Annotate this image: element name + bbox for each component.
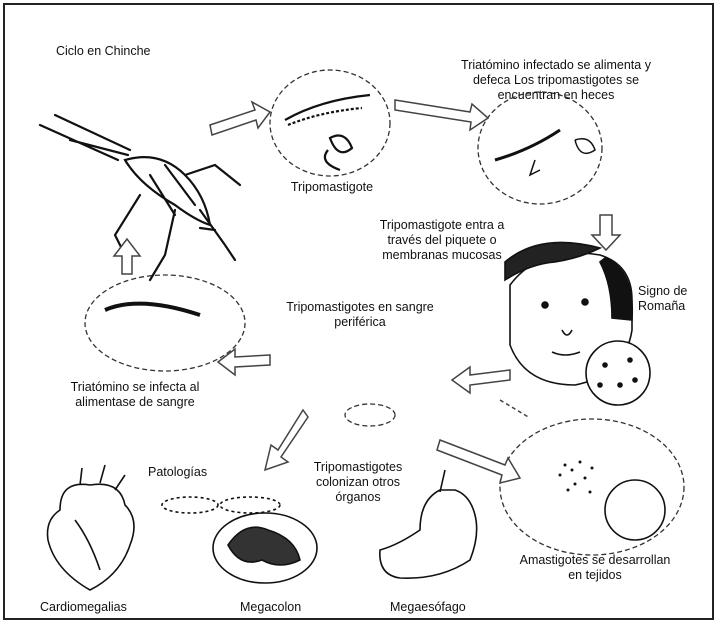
label-tripomastigote: Tripomastigote <box>282 180 382 195</box>
label-pathologies: Patologías <box>148 465 207 480</box>
magnified-cells-circle <box>586 341 650 405</box>
label-colonize-organs: Tripomastigotes colonizan otros órganos <box>298 460 418 505</box>
amastigote-cluster <box>559 461 594 494</box>
label-entry-route: Tripomastigote entra a través del piquet… <box>372 218 512 263</box>
feeding-bug-sketch <box>285 95 370 170</box>
label-bug-infects: Triatómino se infecta al alimentase de s… <box>55 380 215 410</box>
tissue-circle <box>500 419 684 555</box>
label-romana-sign: Signo de Romaña <box>638 284 687 314</box>
blood-feeding-ellipse <box>85 275 245 371</box>
label-amastigotes: Amastigotes se desarrollan en tejidos <box>504 553 686 583</box>
label-triatomine-feeds: Triatómino infectado se alimenta y defec… <box>437 58 675 103</box>
megacolon-drawing <box>162 497 317 583</box>
blood-sample-spot <box>345 404 395 426</box>
blood-bug-sketch <box>105 304 200 315</box>
label-blood-tripomastigotes: Tripomastigotes en sangre periférica <box>275 300 445 330</box>
bug-feeding-circle <box>270 70 390 176</box>
diagram-title: Ciclo en Chinche <box>56 44 151 59</box>
label-megaesophagus: Megaesófago <box>390 600 466 615</box>
heart-drawing <box>48 465 135 590</box>
label-cardiomegaly: Cardiomegalias <box>40 600 127 615</box>
feces-parasite-sketch <box>495 130 595 175</box>
tripomastigote-circle <box>478 92 602 204</box>
label-megacolon: Megacolon <box>240 600 301 615</box>
small-cell-circle <box>605 480 665 540</box>
